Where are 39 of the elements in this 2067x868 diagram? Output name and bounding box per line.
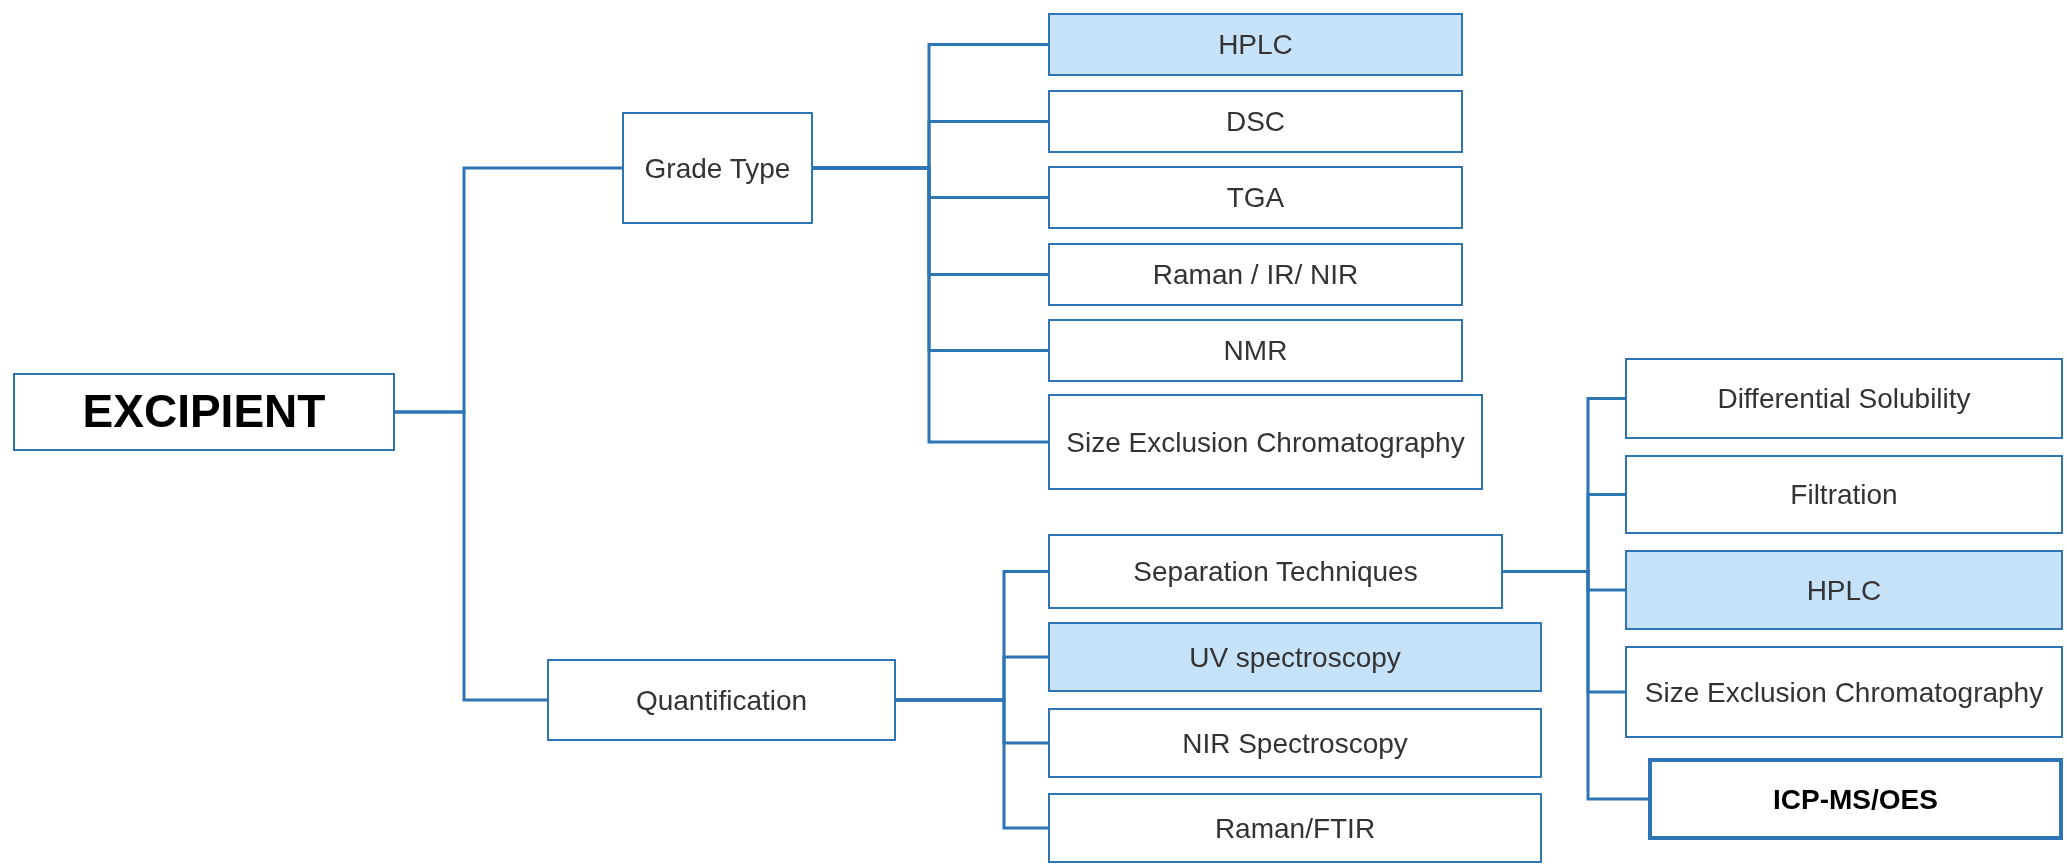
label-box [1625, 550, 2063, 630]
box-text: Size Exclusion Chromatography [1066, 425, 1465, 460]
connector-line [896, 698, 1048, 830]
label-box [1048, 534, 1503, 609]
label-box [622, 112, 813, 224]
label-box [1048, 243, 1463, 306]
label-box [1625, 646, 2063, 738]
label-box [1048, 793, 1542, 863]
box-text: NIR Spectroscopy [1182, 726, 1408, 761]
label-box [13, 373, 395, 451]
box-text: Separation Techniques [1133, 555, 1418, 589]
box-text: TGA [1226, 181, 1285, 215]
box-text: Raman/FTIR [1214, 811, 1376, 846]
box-text: Differential Solubility [1717, 382, 1971, 416]
box-text: Filtration [1790, 478, 1898, 512]
label-box [1048, 708, 1542, 778]
label-box [1625, 455, 2063, 534]
box-text: EXCIPIENT [82, 384, 326, 440]
box-text: DSC [1225, 105, 1286, 139]
label-box [1625, 358, 2063, 439]
label-box [547, 659, 896, 741]
box-text: NMR [1223, 334, 1288, 368]
box-text: Raman / IR/ NIR [1152, 258, 1359, 292]
connector-line [813, 166, 1048, 444]
label-box [1048, 319, 1463, 382]
label-box [1648, 758, 2063, 840]
label-box [1048, 90, 1463, 153]
box-text: Size Exclusion Chromatography [1644, 675, 2044, 710]
label-box [1048, 166, 1463, 229]
box-text: ICP-MS/OES [1773, 782, 1938, 817]
connector-line [395, 410, 547, 702]
label-box [1048, 13, 1463, 76]
label-box [1048, 394, 1483, 490]
box-text: HPLC [1218, 28, 1293, 62]
label-box [1048, 622, 1542, 692]
box-text: HPLC [1806, 573, 1882, 608]
box-text: Grade Type [644, 151, 791, 186]
box-text: UV spectroscopy [1189, 640, 1401, 675]
box-text: Quantification [635, 683, 808, 718]
